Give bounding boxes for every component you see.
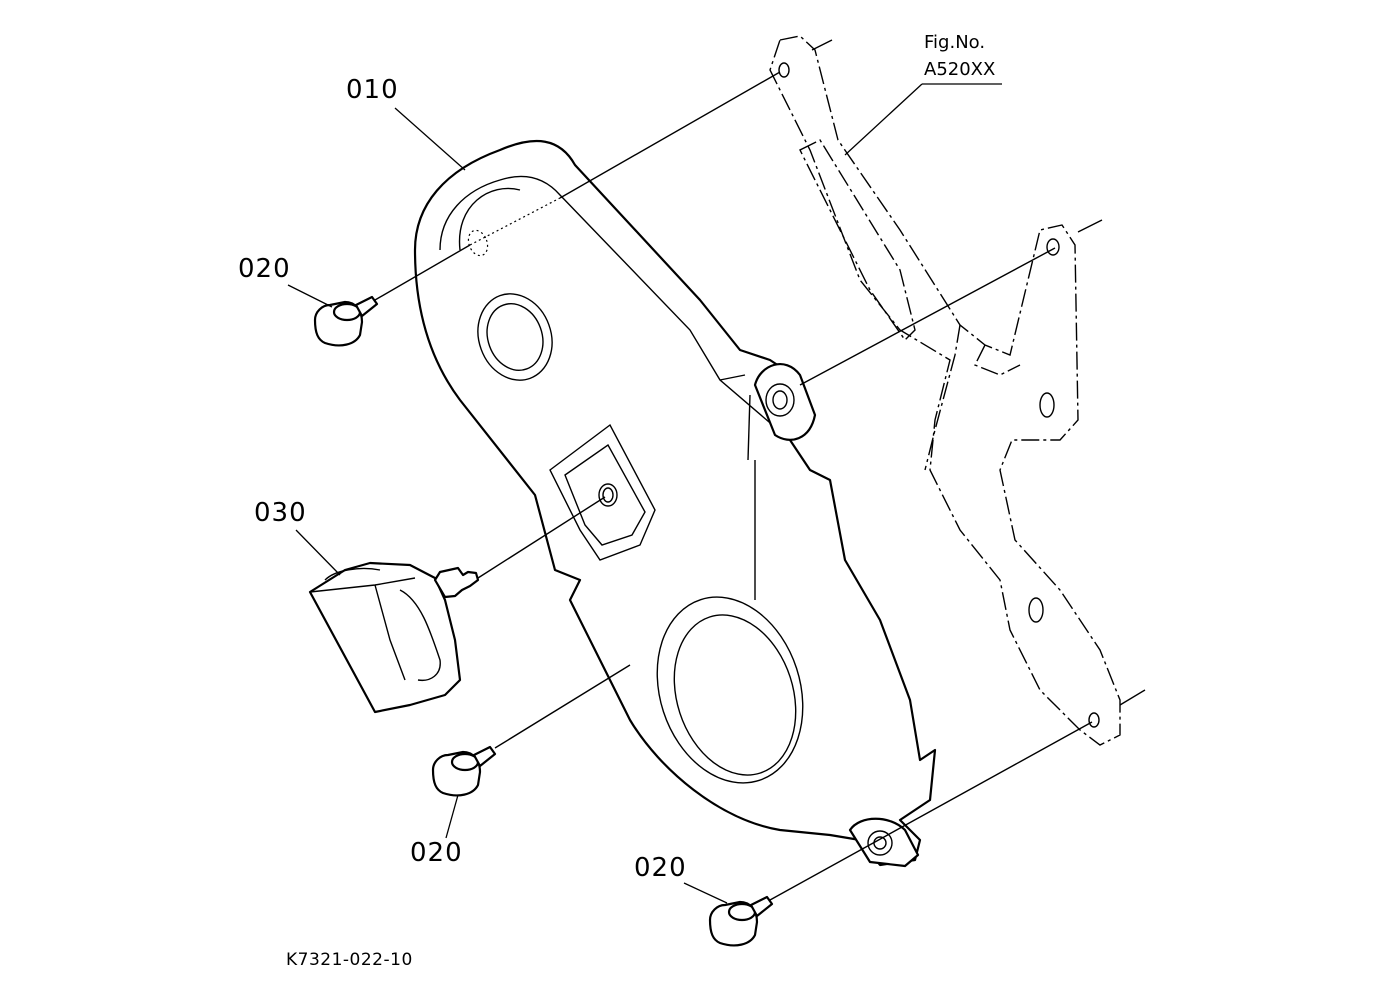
- callout-020-bolt-top: 020: [238, 254, 291, 284]
- drawing-code: K7321-022-10: [286, 950, 413, 970]
- mounting-bracket-phantom: [769, 35, 1146, 746]
- callout-020-bolt-bottom: 020: [634, 853, 687, 883]
- bolt-middle: [431, 745, 497, 797]
- callout-010-cover: 010: [346, 75, 399, 105]
- callout-020-bolt-middle: 020: [410, 838, 463, 868]
- gear-case-cover: [413, 139, 937, 868]
- fig-number: A520XX: [924, 59, 996, 80]
- fig-no-label: Fig.No.: [924, 32, 986, 53]
- callout-030-rubber-mount: 030: [254, 498, 307, 528]
- bolt-top: [313, 295, 379, 347]
- assembly-lines: [374, 71, 1093, 901]
- leader-lines: [287, 83, 1002, 904]
- rubber-mount: [308, 561, 480, 714]
- bolt-bottom: [708, 895, 774, 947]
